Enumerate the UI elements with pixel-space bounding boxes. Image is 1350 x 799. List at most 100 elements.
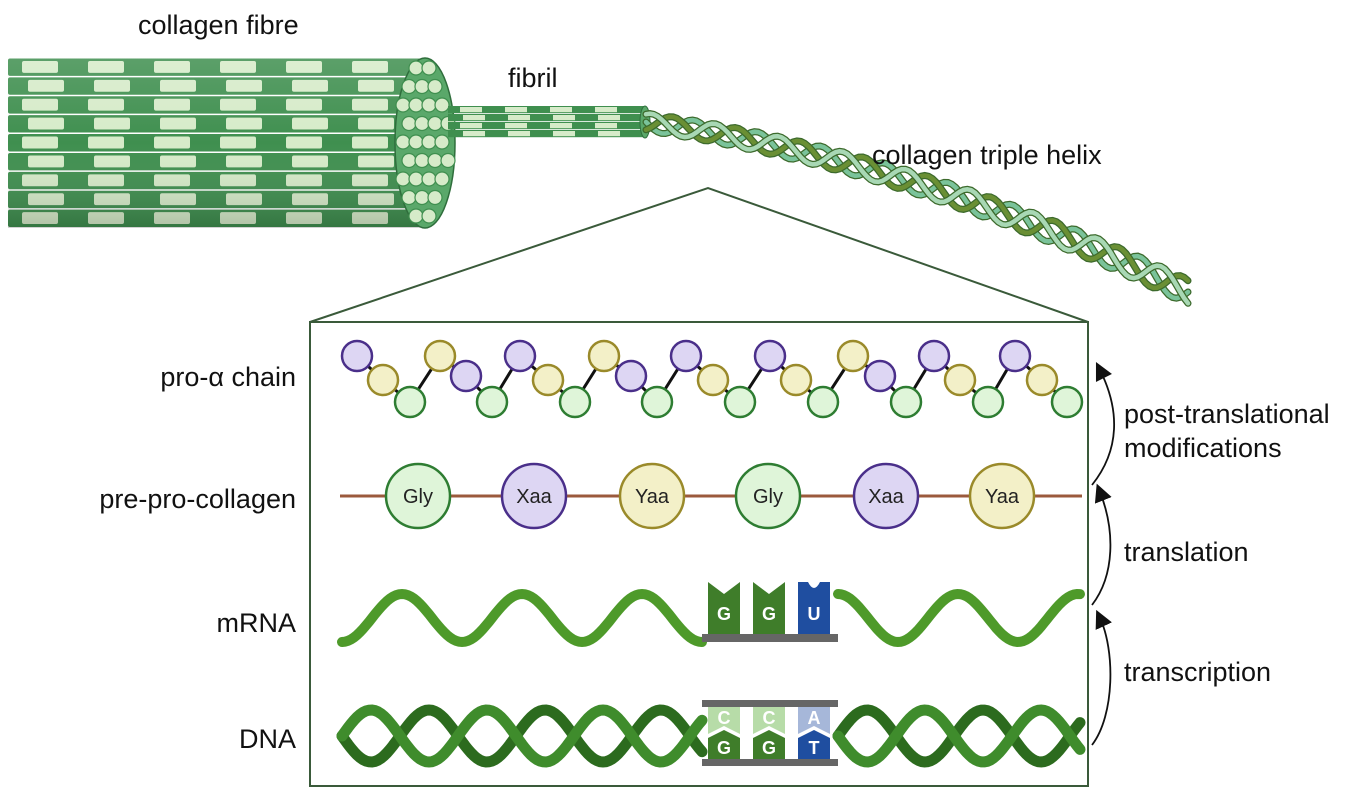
dna-nucleotide-A	[798, 707, 830, 734]
xaa-residue-bead	[340, 339, 374, 373]
xaa-residue-bead	[669, 339, 703, 373]
transcription-arrow	[1091, 609, 1112, 746]
collagen-fibre-illustration	[8, 57, 456, 229]
fibril-strand	[448, 106, 645, 114]
yaa-residue-bead	[531, 363, 565, 397]
translation-arrow	[1091, 483, 1112, 606]
dna-top-nucleotide-label: C	[763, 708, 776, 728]
fibril-cross-section	[414, 152, 430, 169]
fibril-cross-section	[401, 115, 417, 132]
yaa-residue-bead	[779, 363, 813, 397]
xaa-residue-bead	[998, 339, 1032, 373]
dna-bottom-nucleotide-label: T	[809, 738, 820, 758]
fibril-band	[463, 115, 485, 121]
fibril-band	[505, 107, 527, 113]
fibril-cross-section	[421, 134, 437, 150]
fibril-band	[595, 123, 617, 129]
xaa-residue	[500, 462, 568, 530]
fibril-cross-section	[421, 208, 437, 224]
fibril-band	[553, 115, 575, 121]
fibril-band	[553, 131, 575, 137]
fibril-cross-section	[427, 78, 443, 95]
dna-strand-a	[832, 704, 1086, 768]
dna-strand-b	[336, 704, 708, 768]
translation-label: translation	[1124, 537, 1249, 567]
mrna-label: mRNA	[217, 608, 297, 638]
mrna-nucleotide-label: G	[717, 604, 731, 624]
yaa-residue-bead	[587, 339, 621, 373]
gly-residue-bead	[1050, 385, 1084, 419]
collagen-fibre-label: collagen fibre	[138, 10, 299, 40]
yaa-residue-label: Yaa	[635, 486, 670, 508]
dna-bottom-nucleotide-label: G	[762, 738, 776, 758]
fibril-cross-section	[401, 189, 417, 206]
xaa-residue-bead	[449, 359, 483, 393]
fibril-cross-section	[408, 97, 424, 113]
xaa-residue-bead	[753, 339, 787, 373]
fibril-cross-section	[401, 78, 417, 95]
dna-template-backbone	[702, 700, 838, 707]
process-arrows	[1091, 361, 1115, 746]
gly-residue-bead	[723, 385, 757, 419]
helix-strand	[643, 111, 1191, 306]
fibril-cross-section	[434, 171, 450, 187]
dna-nucleotide-G	[708, 730, 740, 759]
fibril-cross-section	[408, 60, 424, 76]
fibril-cross-section	[434, 134, 450, 150]
zoom-callout-lines	[309, 186, 1089, 323]
fibril-cross-section	[414, 189, 430, 206]
xaa-residue-bead	[917, 339, 951, 373]
fibril-band	[595, 107, 617, 113]
fibril-illustration	[448, 105, 651, 139]
gly-residue-bead	[475, 385, 509, 419]
gly-residue	[734, 462, 802, 530]
yaa-residue-bead	[1025, 363, 1059, 397]
fibril-cross-section	[427, 115, 443, 132]
fibril-cross-section	[427, 189, 443, 206]
fibril-cross-section	[408, 134, 424, 150]
dna-bottom-nucleotide-label: G	[717, 738, 731, 758]
fibril-cross-section	[427, 152, 443, 169]
gly-residue-label: Gly	[403, 486, 433, 508]
xaa-residue-label: Xaa	[868, 486, 904, 508]
fibril-cross-section	[395, 171, 411, 187]
mrna-codon-backbone	[702, 634, 838, 642]
fibril-cross-section	[421, 171, 437, 187]
dna-nucleotide-G	[753, 730, 785, 759]
yaa-residue-bead	[943, 363, 977, 397]
fibril-cross-section	[414, 115, 430, 132]
fibril-band	[550, 123, 572, 129]
triple-helix-illustration	[642, 110, 1192, 307]
fibril-cross-section	[414, 78, 430, 95]
mrna-nucleotide-U	[798, 582, 830, 634]
dna-top-nucleotide-label: A	[808, 708, 821, 728]
yaa-residue-bead	[836, 339, 870, 373]
fibril-band	[598, 131, 620, 137]
mrna-nucleotide-G	[708, 582, 740, 634]
fibril-band	[508, 131, 530, 137]
fibril-band	[508, 115, 530, 121]
dna-nucleotide-C	[708, 707, 740, 734]
fibril-strand	[448, 130, 645, 138]
fibril-cross-section	[401, 152, 417, 169]
pre-pro-collagen-label: pre-pro-collagen	[99, 484, 296, 514]
xaa-residue-label: Xaa	[516, 486, 552, 508]
gly-residue-bead	[640, 385, 674, 419]
dna-strand-b	[832, 704, 1086, 768]
fibril-band	[460, 123, 482, 129]
gly-residue-bead	[889, 385, 923, 419]
xaa-residue-bead	[863, 359, 897, 393]
fibril-strand	[448, 114, 645, 122]
xaa-residue	[852, 462, 920, 530]
fibril-cross-section	[395, 134, 411, 150]
mrna-strand-left	[337, 588, 707, 648]
pro-alpha-chain-label: pro-α chain	[160, 362, 296, 392]
fibril-band	[505, 123, 527, 129]
yaa-residue	[618, 462, 686, 530]
dna-nucleotide-C	[753, 707, 785, 734]
yaa-residue-bead	[366, 363, 400, 397]
